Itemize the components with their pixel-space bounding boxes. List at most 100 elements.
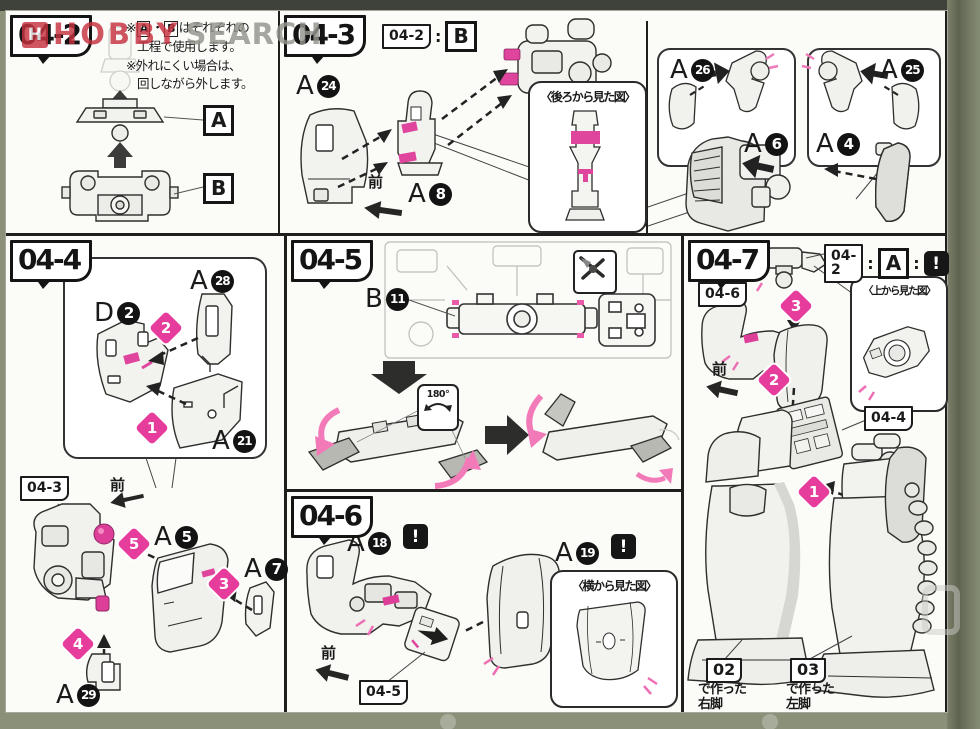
part-number: 11	[385, 287, 409, 311]
back-plate-drawing	[775, 396, 844, 470]
diagram-04-5	[307, 241, 680, 489]
note-asterisk: ※	[126, 20, 136, 35]
divider	[646, 21, 648, 233]
hip-assembly-04-3-drawing	[33, 503, 115, 601]
part-number: 29	[76, 683, 100, 707]
scan-hole-artifact	[762, 714, 778, 729]
waist-top-drawing	[748, 247, 827, 289]
next-page-showthrough	[922, 585, 960, 635]
step-number: 3	[790, 297, 802, 315]
part-label-a6: A 6	[744, 129, 788, 159]
leg-03-box: 03	[790, 658, 827, 683]
note-part-a: A	[136, 21, 151, 37]
part-number: 2	[117, 301, 141, 325]
part-letter: A	[190, 266, 208, 296]
part-label-a24: A 24	[296, 71, 340, 101]
leg-02-made-label: で作った	[698, 682, 747, 697]
part-b-drawing	[61, 170, 179, 222]
step-header-04-7: 04-7	[688, 240, 771, 289]
caution-icon: !	[403, 524, 428, 549]
part-label-d2: D 2	[94, 298, 141, 328]
diagram-04-7	[687, 247, 938, 698]
divider	[6, 233, 947, 236]
panel-04-6: 04-6	[287, 492, 681, 712]
part-a7-drawing	[244, 581, 275, 637]
rear-view-drawing	[565, 110, 605, 221]
reference-04-4: 04-4	[864, 406, 914, 431]
part-label-a28: A 28	[190, 266, 234, 296]
hobby-search-logo-icon: H	[22, 21, 48, 48]
part-letter: A	[670, 55, 688, 85]
leg-02-box: 02	[706, 658, 743, 683]
left-spike-box-drawing	[668, 50, 770, 130]
rotate-label: 180°	[426, 389, 450, 400]
reference-04-2-A-caution: 04-2 : A : !	[824, 244, 949, 283]
scan-edge-top	[0, 0, 980, 11]
callout-rear-view: 〈後ろから見た図〉	[528, 81, 647, 233]
step-number: 4	[72, 635, 84, 653]
plate-04-5-drawing	[404, 606, 460, 662]
reference-04-6: 04-6	[698, 282, 748, 307]
step-number: 1	[146, 419, 158, 437]
step-number: 5	[128, 535, 140, 553]
rear-skirt-drawing	[773, 324, 828, 410]
part-letter: A	[296, 71, 314, 101]
leg-03-side-label: 左脚	[786, 697, 811, 712]
front-arrow-icon	[706, 380, 739, 399]
watermark-hobby: HOBBY	[53, 17, 181, 51]
part-label-a8: A 8	[408, 179, 452, 209]
front-direction-label: 前	[712, 360, 728, 378]
part-number: 19	[575, 541, 599, 565]
note-dot: ・	[151, 20, 164, 35]
part-letter: A	[408, 179, 426, 209]
caution-icon: !	[923, 251, 949, 276]
nipper-icon	[573, 250, 617, 294]
part-label-a29: A 29	[56, 680, 100, 710]
flip-after-drawing	[542, 393, 680, 463]
step-header-04-5: 04-5	[291, 240, 374, 289]
right-leg-drawing	[687, 409, 811, 686]
big-down-arrow-icon	[371, 361, 427, 394]
caution-icon: !	[611, 534, 636, 559]
step-number: 2	[160, 319, 172, 337]
leg-03-made-label: で作った	[786, 682, 835, 697]
part-number: 21	[232, 429, 256, 453]
front-direction-label: 前	[368, 173, 384, 191]
part-label-a19: A 19	[555, 538, 599, 568]
right-spike-box-drawing	[818, 50, 920, 130]
part-a5-drawing	[151, 543, 229, 653]
ref-step-box: 04-2	[382, 24, 432, 49]
part-number: 18	[367, 531, 391, 555]
part-a24-drawing	[300, 108, 369, 204]
part-letter: A	[816, 129, 834, 159]
note-line-1-rest: はそれぞれの	[178, 20, 250, 35]
part-label-a26: A 26	[670, 55, 714, 85]
part-letter: A	[244, 554, 262, 584]
watermark-search: SEARCH	[185, 17, 323, 51]
ref-step-box: 04-2	[824, 244, 864, 283]
front-direction-label: 前	[110, 476, 126, 494]
part-label-a21: A 21	[212, 426, 256, 456]
assembly-arrows	[337, 76, 503, 189]
callout-side-view: 〈横から見た図〉	[550, 570, 678, 708]
step-number: 2	[768, 371, 780, 389]
divider	[287, 489, 681, 492]
front-arrow-icon	[110, 492, 144, 508]
part-number: 5	[174, 525, 198, 549]
colon: :	[867, 254, 874, 273]
part-a29-drawing	[85, 653, 121, 691]
callout-title: 〈後ろから見た図〉	[540, 90, 636, 104]
part-letter: A	[744, 129, 762, 159]
diagram-04-2	[61, 26, 204, 222]
note-line-2: 工程で使用します。	[137, 38, 242, 54]
part-letter: B	[365, 284, 383, 314]
part-letter: A	[212, 426, 230, 456]
part-label-a7: A 7	[244, 554, 288, 584]
panel-04-4: 04-4	[6, 236, 288, 712]
panel-04-7: 04-7	[684, 236, 949, 712]
part-letter: A	[56, 680, 74, 710]
